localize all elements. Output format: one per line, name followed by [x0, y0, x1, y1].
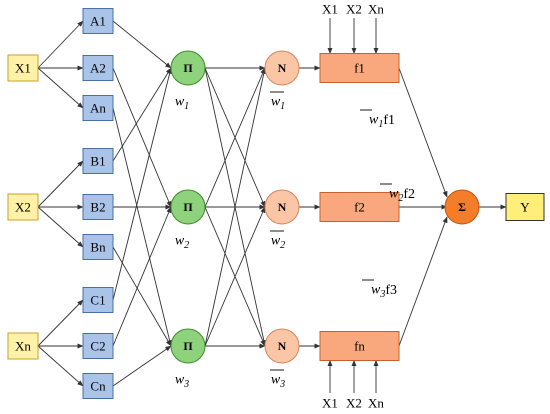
input-box-x1	[7, 54, 39, 82]
pi-to-norm-arrow	[204, 206, 266, 347]
weighted-output-label: w3f3	[371, 283, 397, 300]
weighted-output-label: w2f2	[389, 187, 415, 204]
mf-box-a1	[82, 8, 114, 34]
output-box	[505, 193, 545, 221]
mf-to-pi-arrow	[112, 206, 172, 347]
bottom-input-label: X1	[322, 396, 338, 411]
firing-strength-label: w1	[175, 95, 189, 112]
product-node	[170, 189, 206, 225]
mf-box-bn	[82, 234, 114, 260]
normalize-node	[264, 50, 300, 86]
input-to-mf-arrow	[37, 20, 84, 69]
rule-to-sum-arrow	[398, 67, 448, 198]
mf-box-c2	[82, 333, 114, 359]
normalize-symbol: N	[278, 200, 287, 214]
connection-lines	[37, 18, 507, 393]
product-symbol: Π	[183, 339, 193, 353]
output-label: Y	[520, 200, 530, 215]
mf-label: B2	[90, 200, 105, 215]
mf-label: Cn	[90, 379, 106, 394]
pi-to-norm-arrow	[204, 67, 266, 208]
mf-label: An	[90, 101, 106, 116]
mf-to-pi-arrow	[112, 67, 173, 301]
normalized-strength-label: w3	[271, 373, 285, 390]
product-node	[170, 50, 206, 86]
top-input-label: X1	[322, 2, 338, 17]
firing-strength-label: w2	[175, 234, 189, 251]
normalize-symbol: N	[278, 339, 287, 353]
mf-box-b1	[82, 148, 114, 174]
mf-box-a2	[82, 55, 114, 81]
bottom-input-label: Xn	[368, 396, 384, 411]
input-box-x2	[7, 193, 39, 221]
input-label: Xn	[15, 339, 31, 354]
mf-to-pi-arrow	[112, 107, 173, 347]
nodes: X1X2XnA1A2AnB1B2BnC1C2CnΠw1Πw2Πw3Nw1Nw2N…	[7, 2, 545, 411]
product-node	[170, 328, 206, 364]
rule-to-sum-arrow	[398, 216, 448, 347]
input-label: X2	[15, 200, 31, 215]
mf-label: A1	[90, 14, 106, 29]
mf-to-pi-arrow	[112, 20, 172, 69]
mf-box-b2	[82, 194, 114, 220]
top-input-label: Xn	[368, 2, 384, 17]
input-to-mf-arrow	[37, 299, 84, 347]
top-input-label: X2	[346, 2, 362, 17]
mf-label: C1	[90, 293, 105, 308]
normalized-strength-label: w1	[271, 95, 285, 112]
mf-to-pi-arrow	[112, 67, 172, 162]
pi-to-norm-arrow	[204, 67, 267, 347]
sum-symbol: Σ	[458, 200, 466, 214]
bottom-input-label: X2	[346, 396, 362, 411]
product-symbol: Π	[183, 200, 193, 214]
mf-box-c1	[82, 287, 114, 313]
rule-label: fn	[354, 339, 365, 354]
mf-to-pi-arrow	[112, 345, 172, 387]
mf-label: Bn	[90, 240, 106, 255]
rule-box-f1	[319, 53, 400, 83]
mf-box-cn	[82, 373, 114, 399]
sum-node	[444, 189, 480, 225]
mf-label: A2	[90, 61, 106, 76]
normalized-strength-label: w2	[271, 234, 285, 251]
input-to-mf-arrow	[37, 160, 84, 208]
rule-label: f2	[354, 200, 365, 215]
input-to-mf-arrow	[37, 206, 84, 248]
input-to-mf-arrow	[37, 345, 84, 387]
product-symbol: Π	[183, 61, 193, 75]
mf-label: C2	[90, 339, 105, 354]
input-label: X1	[15, 61, 31, 76]
firing-strength-label: w3	[175, 373, 189, 390]
rule-box-fn	[319, 331, 400, 361]
mf-to-pi-arrow	[112, 246, 172, 347]
weighted-output-label: w1f1	[369, 113, 395, 130]
mf-label: B1	[90, 154, 105, 169]
input-to-mf-arrow	[37, 67, 84, 109]
normalize-node	[264, 189, 300, 225]
normalize-symbol: N	[278, 61, 287, 75]
rule-box-f2	[319, 192, 400, 222]
normalize-node	[264, 328, 300, 364]
mf-box-an	[82, 95, 114, 121]
input-box-xn	[7, 332, 39, 360]
mf-to-pi-arrow	[112, 67, 172, 208]
rule-label: f1	[354, 61, 365, 76]
